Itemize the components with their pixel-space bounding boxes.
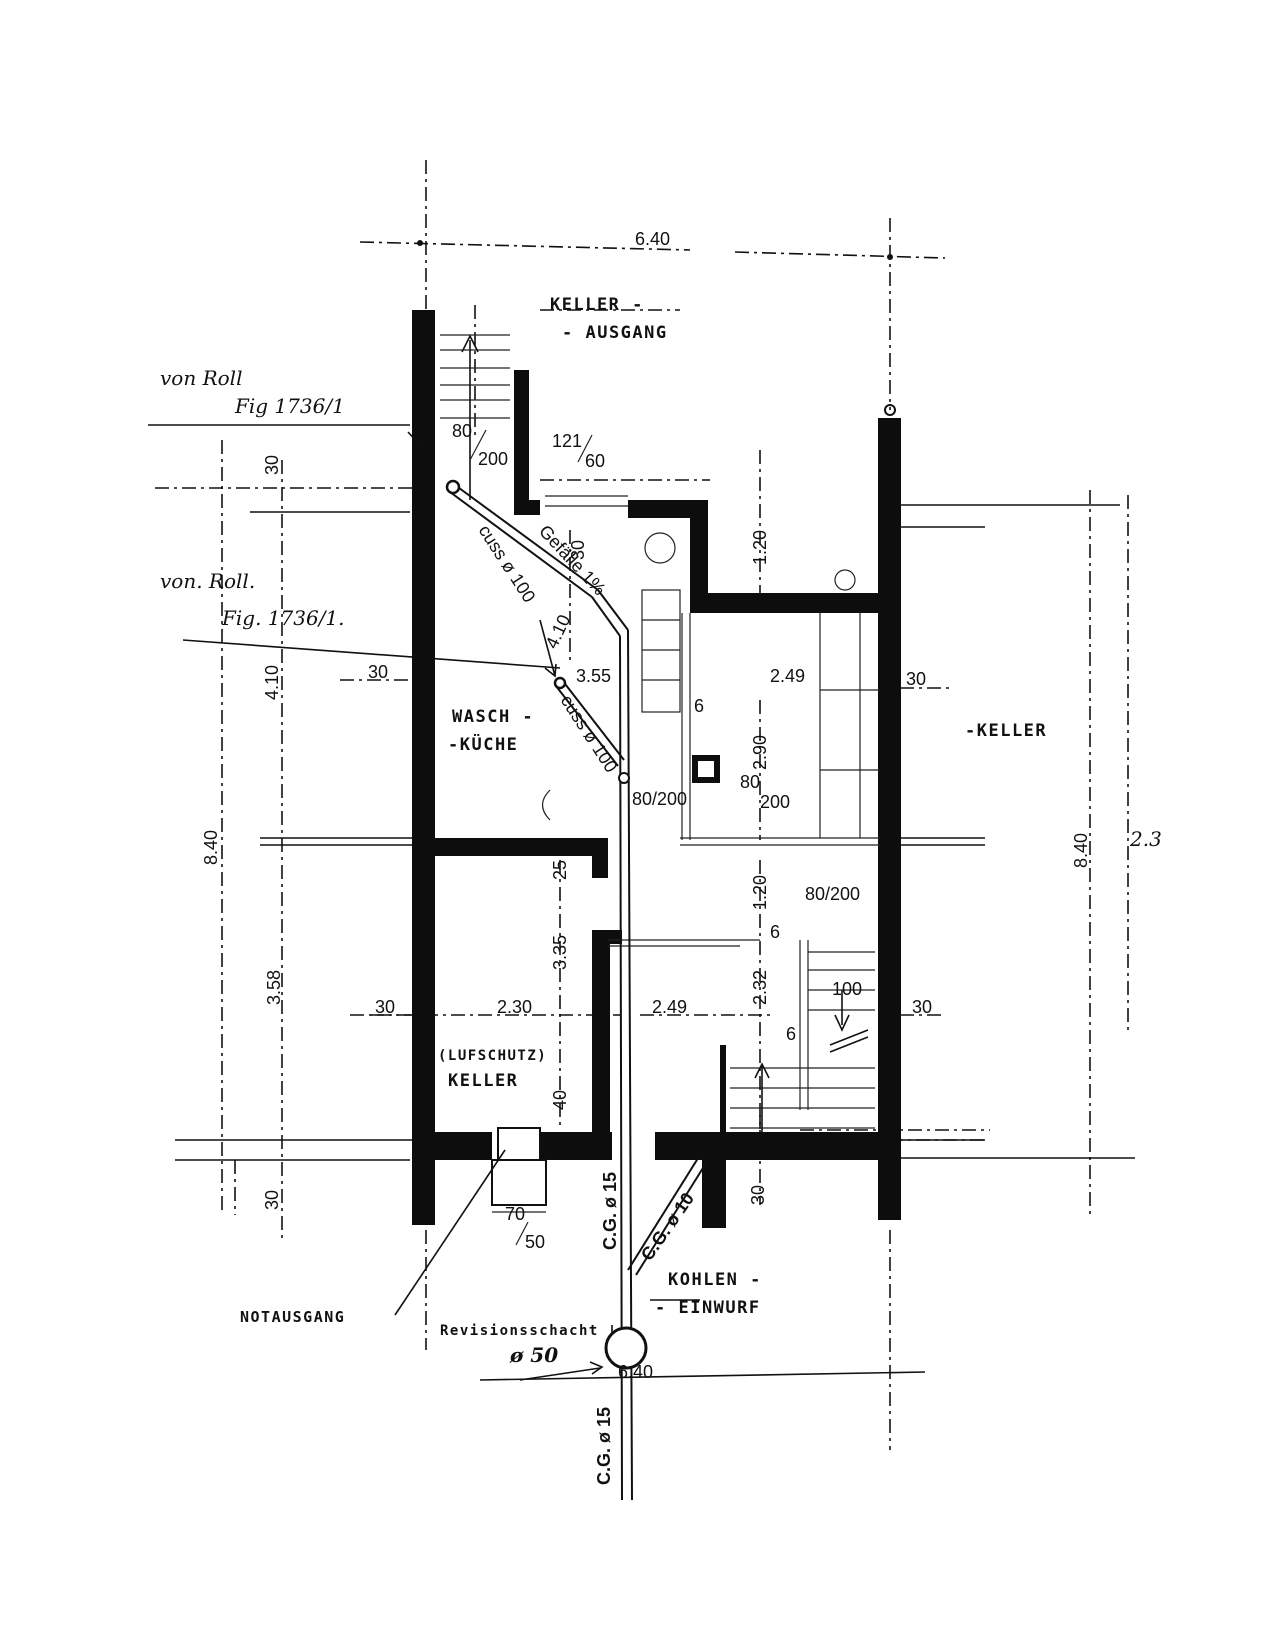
dim-door-top-num: 80 <box>452 421 472 441</box>
dim-left-total: 8.40 <box>201 830 221 865</box>
von-roll-note-2b: Fig. 1736/1. <box>221 606 345 630</box>
dim-door-right: 80/200 <box>805 884 860 904</box>
dim-left-358: 3.58 <box>264 970 284 1005</box>
revisionsschacht-label: Revisionsschacht <box>440 1323 599 1339</box>
dim-stair-6a: 6 <box>770 922 780 942</box>
von-roll-note-1b: Fig 1736/1 <box>234 394 345 418</box>
dim-wall-30-left-low: 30 <box>375 997 395 1017</box>
dim-stair-100: 100 <box>832 979 862 999</box>
side-mark: 2.3 <box>1129 827 1162 851</box>
keller-right-label: -KELLER <box>965 721 1047 741</box>
dim-room-335: 3.35 <box>550 935 570 970</box>
notausgang-label: NOTAUSGANG <box>240 1308 345 1326</box>
dim-door-wk: 80/200 <box>632 789 687 809</box>
walls <box>412 310 901 1228</box>
dim-bottom-width: 6.40 <box>618 1362 653 1382</box>
pipe-label-cg-bottom: C.G. ø 15 <box>594 1407 614 1485</box>
fixtures <box>541 532 880 838</box>
dim-wall-6: 6 <box>694 696 704 716</box>
dimension-texts: 6.40 6.40 8.40 8.40 30 4.10 3.58 30 80 2… <box>201 229 1091 1382</box>
inspection-shaft-symbol <box>604 1326 648 1370</box>
von-roll-note-2a: von. Roll. <box>160 569 255 593</box>
revisionsschacht-diameter: ø 50 <box>509 1343 558 1367</box>
dim-window-den: 60 <box>585 451 605 471</box>
dim-room-40: 40 <box>550 1090 570 1110</box>
dim-room-120-upper: 1.20 <box>750 530 770 565</box>
left-outer-wall <box>412 310 435 1225</box>
dim-door-mid-den: 200 <box>760 792 790 812</box>
dim-left-30-top: 30 <box>262 455 282 475</box>
interior-stairs <box>720 940 875 1135</box>
right-outer-wall <box>878 418 901 1220</box>
luftschutz-label-1: (LUFSCHUTZ) <box>438 1048 547 1064</box>
keller-ausgang-label-2: - AUSGANG <box>562 323 668 343</box>
middle-wall <box>435 838 608 856</box>
dim-room-249-lower: 2.49 <box>652 997 687 1017</box>
dim-top-width: 6.40 <box>635 229 670 249</box>
dim-window-num: 121 <box>552 431 582 451</box>
emergency-exit-hatch <box>491 1127 547 1213</box>
dim-room-290: 2.90 <box>750 735 770 770</box>
dim-door-mid-num: 80 <box>740 772 760 792</box>
pipe-label-cg-kohle: C.G. ø 10 <box>637 1189 698 1264</box>
dim-corridor-30: 30 <box>568 540 588 560</box>
leader-lines <box>394 1149 700 1381</box>
dim-room-120-lower: 1.20 <box>750 875 770 910</box>
dim-door-top-den: 200 <box>478 449 508 469</box>
kohlen-label-1: KOHLEN - <box>668 1270 762 1290</box>
keller-ausgang-label-1: KELLER - <box>550 295 644 315</box>
dim-room-232: 2.32 <box>750 970 770 1005</box>
dim-corridor-355: 3.55 <box>576 666 611 686</box>
dim-wall-30-left-mid: 30 <box>368 662 388 682</box>
dim-left-30-bottom: 30 <box>262 1190 282 1210</box>
kohlen-label-2: - EINWURF <box>655 1298 761 1318</box>
dim-room-249-upper: 2.49 <box>770 666 805 686</box>
dim-right-total: 8.40 <box>1071 833 1091 868</box>
drain-pipes <box>407 431 709 1501</box>
pipe-label-cg-main: C.G. ø 15 <box>600 1172 620 1250</box>
von-roll-note-1a: von Roll <box>160 366 242 390</box>
pipe-label-cuss-lower: cuss ø 100 <box>557 691 622 776</box>
dim-bottom-30: 30 <box>748 1185 768 1205</box>
bottom-wall <box>412 1132 492 1160</box>
waschkueche-label-2: -KÜCHE <box>448 733 518 755</box>
stair-exit-wall <box>514 370 529 512</box>
dim-left-410: 4.10 <box>262 665 282 700</box>
annotations: von Roll Fig 1736/1 von. Roll. Fig. 1736… <box>160 366 1162 851</box>
dim-wall-30-right-mid: 30 <box>906 669 926 689</box>
pipe-label-gefaelle: Gefälle 1% <box>535 521 610 599</box>
dim-stair-6b: 6 <box>786 1024 796 1044</box>
room-labels: KELLER - - AUSGANG WASCH - -KÜCHE -KELLE… <box>240 295 1047 1367</box>
dim-room-25: 25 <box>550 860 570 880</box>
luftschutz-label-2: KELLER <box>448 1071 518 1091</box>
shelter-wall <box>592 930 610 1158</box>
dim-notausgang-den: 50 <box>525 1232 545 1252</box>
exit-stairs <box>440 334 628 507</box>
dim-room-230: 2.30 <box>497 997 532 1017</box>
waschkueche-label-1: WASCH - <box>452 707 534 727</box>
dim-notausgang-num: 70 <box>505 1204 525 1224</box>
dim-wall-30-right-low: 30 <box>912 997 932 1017</box>
